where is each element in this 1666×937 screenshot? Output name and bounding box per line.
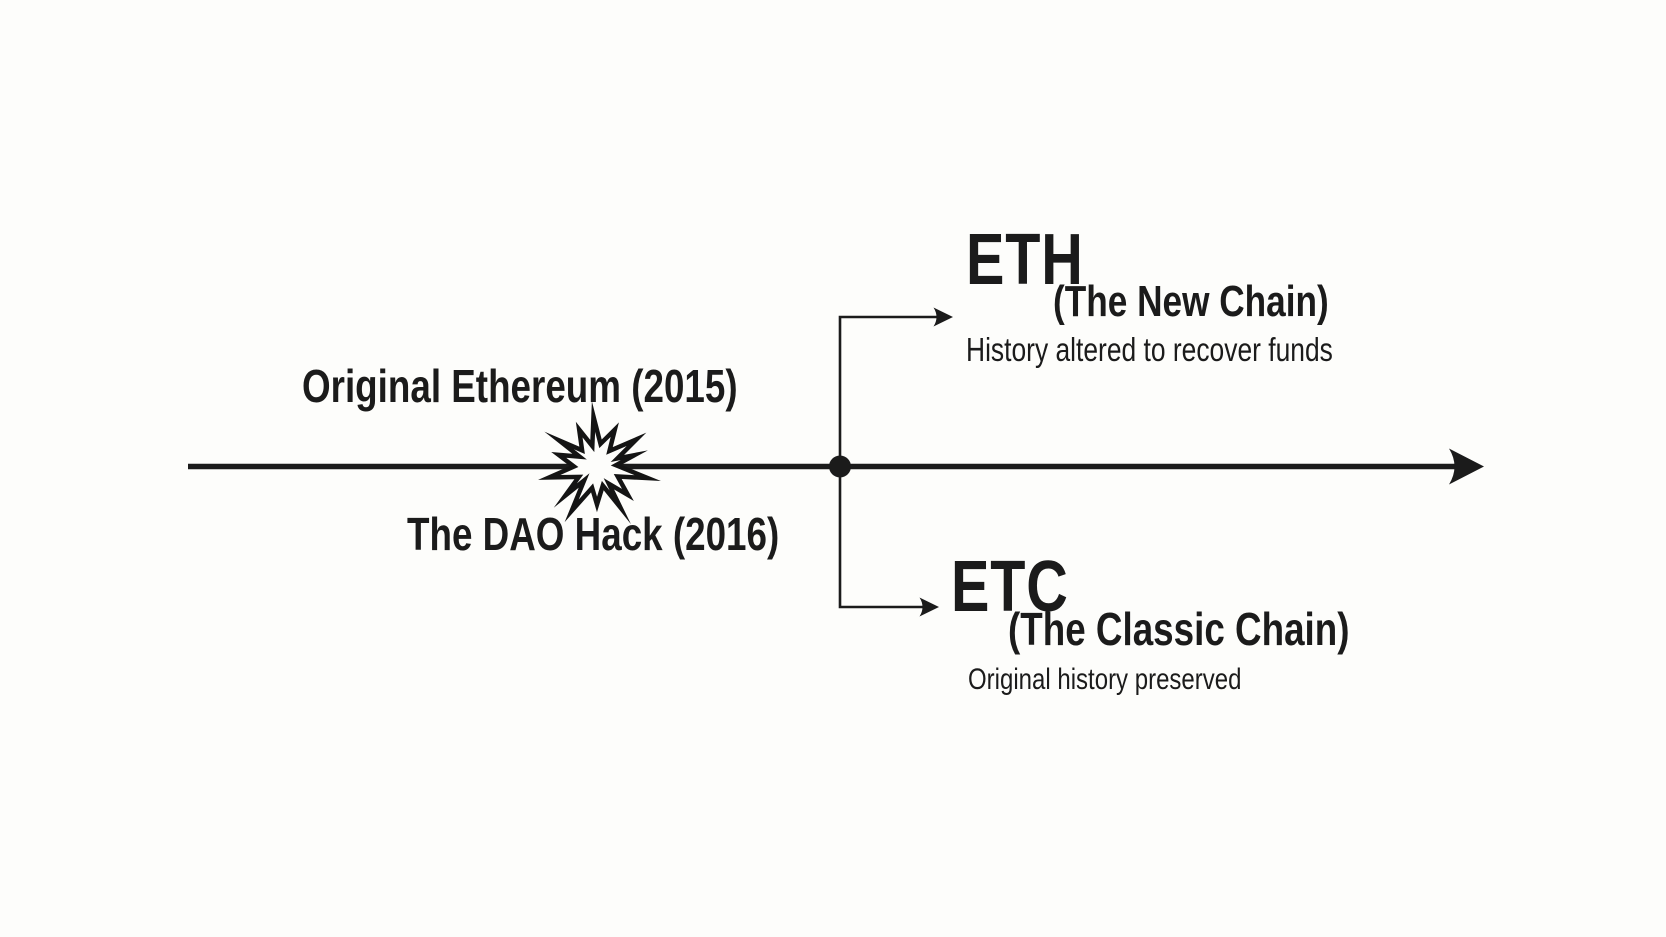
- etc-branch-symbol: ETC: [951, 547, 1069, 627]
- explosion-starburst-icon: [538, 401, 661, 525]
- eth-branch-subtitle: (The New Chain): [1053, 277, 1329, 326]
- eth-branch-symbol: ETH: [966, 220, 1084, 300]
- fork-event-label: The DAO Hack (2016): [407, 508, 780, 560]
- etc-branch-description: Original history preserved: [968, 663, 1242, 696]
- etc-branch-subtitle: (The Classic Chain): [1008, 603, 1350, 655]
- eth-branch-description: History altered to recover funds: [966, 331, 1333, 368]
- etc-branch-arrowhead-icon: [919, 597, 939, 617]
- eth-branch-connector-line: [838, 315, 937, 466]
- etc-branch-connector-line: [838, 466, 923, 609]
- fork-point-dot: [829, 455, 851, 478]
- main-timeline-arrowhead-icon: [1449, 448, 1484, 485]
- pre-fork-label: Original Ethereum (2015): [302, 360, 738, 412]
- eth-branch-arrowhead-icon: [933, 307, 953, 327]
